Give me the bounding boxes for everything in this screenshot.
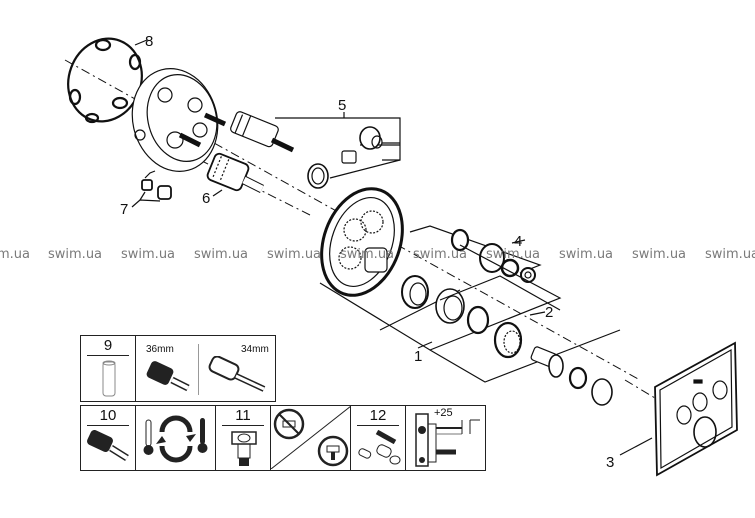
callout-6: 6: [202, 190, 210, 207]
watermark: swim.ua: [486, 247, 541, 262]
legend-row-1: 9 36mm 34mm: [80, 335, 276, 402]
callout-7: 7: [120, 201, 128, 218]
callout-4: 4: [514, 233, 522, 250]
legend-cell-11: 11: [216, 406, 271, 470]
watermark: swim.ua: [632, 247, 687, 262]
legend-cell-10: 10: [81, 406, 136, 470]
leader-8: [134, 39, 148, 46]
extension-measure-icon: [415, 413, 480, 467]
watermark: swim.ua: [194, 247, 249, 262]
cartridge-36mm-icon: [146, 361, 190, 392]
divider: [87, 355, 129, 356]
cartridge-34mm-icon: [208, 356, 266, 392]
part-6-cartridge: [206, 152, 265, 194]
temperature-swap-icon: [143, 415, 208, 463]
watermark: m.ua: [0, 247, 31, 262]
legend-cell-cartridges: 36mm 34mm: [136, 336, 275, 401]
part-number-11: 11: [235, 407, 251, 424]
leader-6: [212, 189, 223, 197]
watermark: swim.ua: [705, 247, 755, 262]
watermark: swim.ua: [48, 247, 103, 262]
callout-1: 1: [414, 348, 422, 365]
legend-cell-extension: +25: [406, 406, 485, 470]
callout-3: 3: [606, 454, 614, 471]
callout-8: 8: [145, 33, 153, 50]
watermark: swim.ua: [413, 247, 468, 262]
leader-3: [619, 437, 653, 456]
part-5-parts: [307, 126, 383, 189]
callout-5: 5: [338, 97, 346, 114]
legend-row-2: 10 11: [80, 405, 486, 471]
callout-2: 2: [545, 304, 553, 321]
part-number-10: 10: [99, 407, 117, 424]
part-2-parts: [493, 321, 613, 406]
watermark: swim.ua: [340, 247, 395, 262]
part-number-12: 12: [369, 407, 387, 424]
valve-body: [131, 68, 227, 172]
divider: [87, 425, 129, 426]
part-4-parts: [450, 228, 536, 283]
legend-cell-handle-orientation: [271, 406, 351, 470]
cartridge-icon: [87, 430, 129, 461]
adapter-icon: [231, 431, 257, 466]
cartridge-34mm-label: 34mm: [241, 344, 269, 355]
handle-orientation-icon: [271, 406, 351, 469]
leader-7: [131, 199, 161, 208]
legend-cell-temperature-swap: [136, 406, 216, 470]
extension-parts-icon: [358, 429, 401, 465]
legend-cell-9: 9: [81, 336, 136, 401]
legend-cell-12: 12: [351, 406, 406, 470]
leader-5: [275, 117, 401, 161]
leader-1-bracket: [319, 244, 562, 351]
sleeve-icon: [102, 360, 116, 397]
part-7-fittings: [141, 179, 172, 200]
part-5-cartridge: [230, 111, 295, 153]
watermark: swim.ua: [121, 247, 176, 262]
extension-label: +25: [434, 407, 453, 419]
leader-2-bracket: [439, 275, 561, 311]
part-1-parts: [401, 275, 490, 335]
cartridge-36mm-label: 36mm: [146, 344, 174, 355]
watermark: swim.ua: [559, 247, 614, 262]
watermark: swim.ua: [267, 247, 322, 262]
part-number-9: 9: [103, 337, 113, 354]
plaster-guard-disc: [320, 187, 404, 297]
divider: [198, 344, 199, 395]
part-3-cover-plate: [654, 341, 738, 477]
divider: [222, 425, 264, 426]
divider: [357, 425, 399, 426]
